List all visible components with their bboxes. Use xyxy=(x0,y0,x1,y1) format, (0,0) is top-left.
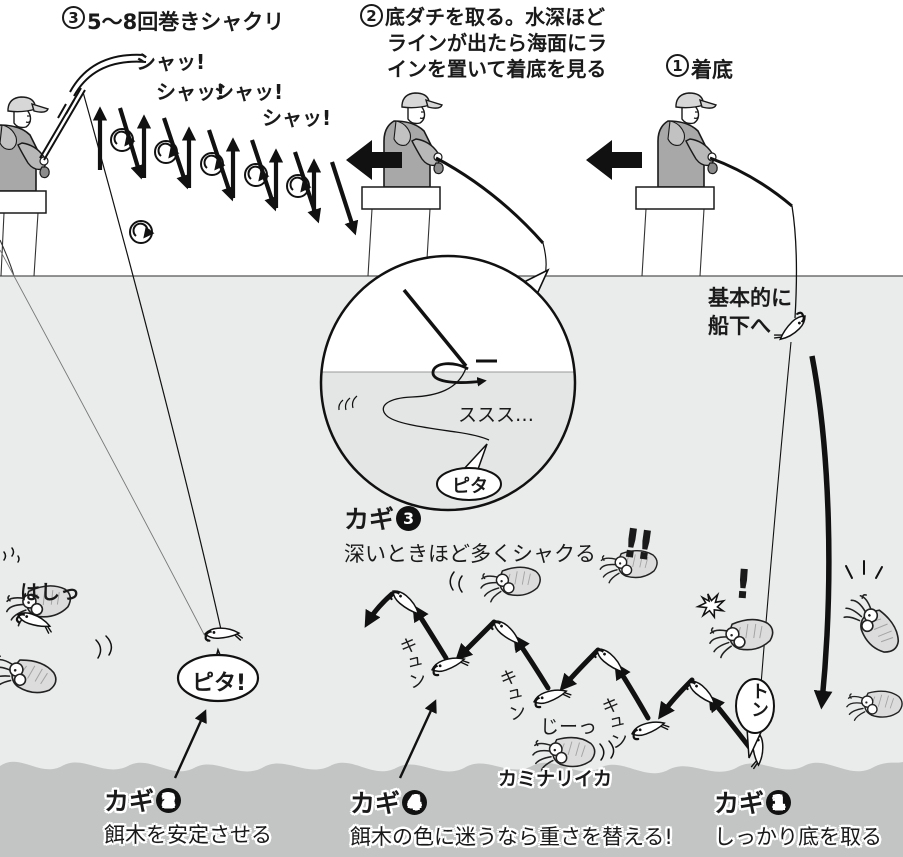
squid-surprised-2 xyxy=(706,615,777,660)
species-label: カミナリイカ xyxy=(498,768,613,790)
squid-right-lower xyxy=(846,690,903,721)
key3-block: カギ 3 深いときほど多くシャクる xyxy=(344,500,596,568)
surprise-spark xyxy=(695,590,727,621)
sink-arrow xyxy=(809,355,833,710)
ton-sound: トン xyxy=(748,682,769,718)
pita-left-text: ピタ! xyxy=(191,671,247,696)
key4-number: 4 xyxy=(402,789,428,815)
key2-number: 2 xyxy=(156,787,182,813)
squid-watching-1 xyxy=(478,564,543,604)
key4-word: カギ xyxy=(350,789,401,818)
step2-line2: ラインが出たら海面にラ xyxy=(387,31,607,55)
key2-word: カギ xyxy=(104,787,155,816)
step3-text: 5〜8回巻きシャクリ xyxy=(87,10,285,34)
susu-sound: ススス… xyxy=(458,404,535,426)
key1-desc: しっかり底を取る xyxy=(714,825,882,849)
key3-word: カギ xyxy=(344,505,395,534)
key1-word: カギ xyxy=(714,789,765,818)
pita-bubble-left xyxy=(176,625,260,703)
squid-right-diving xyxy=(837,588,903,663)
key4-block: カギ 4 餌木の色に迷うなら重さを替える! xyxy=(350,784,673,851)
ton-bubble xyxy=(735,678,775,759)
step1-number: 1 xyxy=(666,54,689,77)
sha-sound-2: シャッ! xyxy=(156,80,226,104)
key2-title: カギ 2 xyxy=(104,782,272,818)
fisherman-step2 xyxy=(361,92,445,210)
key3-desc: 深いときほど多くシャクる xyxy=(344,542,596,566)
sha-sound-4: シャッ! xyxy=(262,106,332,130)
left-arrow-between-step1-step2 xyxy=(346,140,402,180)
hashi-sound: はしっ xyxy=(20,580,80,604)
key1-number: 1 xyxy=(766,789,792,815)
jii-sound: じーっ xyxy=(540,716,598,738)
left-arrow-between-step2-step3 xyxy=(586,140,642,180)
fisherman-step1 xyxy=(635,92,719,210)
boat-note: 基本的に 船下へ xyxy=(708,284,792,340)
step2-label: 2 底ダチを取る。水深ほど ラインが出たら海面にラ インを置いて着底を見る xyxy=(360,4,607,82)
squid-left-lower xyxy=(0,651,60,702)
step2-line1: 底ダチを取る。水深ほど xyxy=(385,5,605,29)
boat-hull-lines xyxy=(0,208,705,277)
step1-text: 着底 xyxy=(691,58,733,82)
step3-number: 3 xyxy=(62,6,85,29)
seafloor xyxy=(0,761,903,857)
boat-note-line2: 船下へ xyxy=(708,314,771,338)
key2-block: カギ 2 餌木を安定させる xyxy=(104,782,272,849)
rods-and-lines xyxy=(0,53,798,737)
reel-turn-icons xyxy=(111,129,309,243)
single-bang-mark: ! xyxy=(732,561,754,609)
pita-inset-text: ピタ xyxy=(452,476,488,497)
step3-label: 3 5〜8回巻きシャクリ xyxy=(62,6,284,36)
sha-sound-1: シャッ! xyxy=(136,50,206,74)
key2-desc: 餌木を安定させる xyxy=(104,823,272,847)
key4-desc: 餌木の色に迷うなら重さを替える! xyxy=(350,825,673,849)
key1-block: カギ 1 しっかり底を取る xyxy=(714,784,882,851)
jigging-arrows xyxy=(92,106,359,236)
step1-label: 1 着底 xyxy=(666,54,733,84)
key3-number: 3 xyxy=(396,505,422,531)
sha-sound-3: シャッ! xyxy=(214,80,284,104)
step2-number: 2 xyxy=(360,4,383,27)
key3-title: カギ 3 xyxy=(344,500,596,536)
boat-note-line1: 基本的に xyxy=(708,286,792,310)
motion-marks xyxy=(3,547,883,761)
key1-title: カギ 1 xyxy=(714,784,882,820)
label-pointer-arrows xyxy=(173,699,437,779)
key4-title: カギ 4 xyxy=(350,784,673,820)
step2-line3: インを置いて着底を見る xyxy=(387,57,607,81)
